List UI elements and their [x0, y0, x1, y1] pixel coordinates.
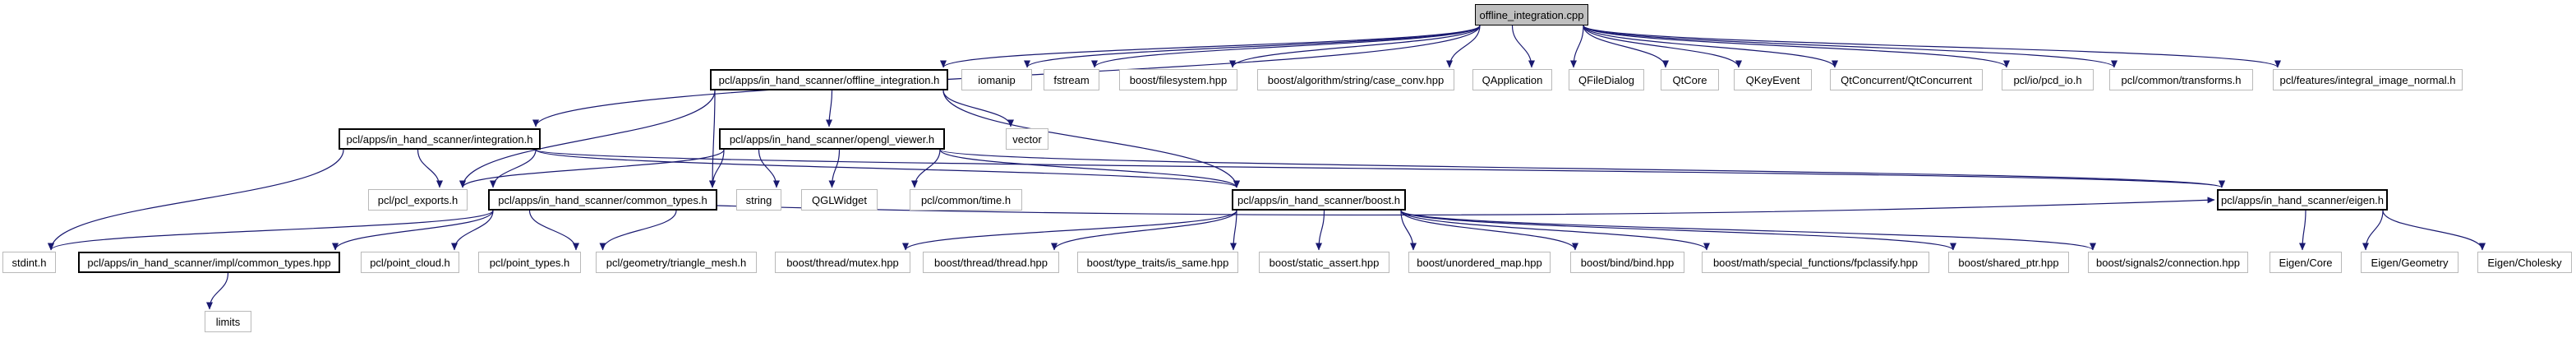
edge-opengl_viewer-eigen_h: [939, 149, 2225, 188]
edge-boost_h-mutex: [902, 210, 1237, 251]
edge-boost_h-signals2: [1400, 210, 2096, 251]
edge-root-integral_image_normal: [1583, 25, 2281, 68]
graph-node-is_same: boost/type_traits/is_same.hpp: [1077, 252, 1238, 273]
edge-boost_h-fpclassify: [1400, 210, 1710, 251]
edge-offline_integration_h-common_types_h: [709, 90, 717, 188]
edge-opengl_viewer-string: [758, 149, 780, 188]
graph-node-eigen_cholesky: Eigen/Cholesky: [2477, 252, 2572, 273]
graph-node-stdint: stdint.h: [2, 252, 56, 273]
edge-integration_h-stdint: [48, 149, 344, 251]
graph-node-fstream: fstream: [1044, 69, 1099, 90]
edge-offline_integration_h-vector: [942, 90, 1014, 127]
edge-root-qapplication: [1511, 25, 1535, 68]
graph-node-unordered_map: boost/unordered_map.hpp: [1408, 252, 1551, 273]
edge-root-qkeyevent: [1583, 25, 1742, 68]
graph-node-string: string: [736, 189, 781, 211]
edge-root-pcd_io: [1583, 25, 2010, 68]
graph-node-offline_integration_h[interactable]: pcl/apps/in_hand_scanner/offline_integra…: [710, 69, 948, 90]
edge-boost_h-is_same: [1230, 210, 1237, 251]
edge-root-qtcore: [1583, 25, 1669, 68]
graph-node-triangle_mesh: pcl/geometry/triangle_mesh.h: [596, 252, 757, 273]
graph-node-qglwidget: QGLWidget: [801, 189, 878, 211]
edge-boost_h-unordered_map: [1400, 210, 1417, 251]
edge-eigen_h-eigen_geometry: [2362, 210, 2384, 251]
edge-common_types_h-triangle_mesh: [599, 210, 677, 251]
edge-root-qtconcurrent: [1583, 25, 1838, 68]
edge-integration_h-eigen_h: [535, 149, 2225, 188]
edge-offline_integration_h-boost_h: [942, 90, 1240, 188]
graph-node-impl_common_types[interactable]: pcl/apps/in_hand_scanner/impl/common_typ…: [78, 252, 340, 273]
edge-opengl_viewer-boost_h: [939, 149, 1240, 188]
edge-common_types_h-point_types: [528, 210, 579, 251]
edge-eigen_h-eigen_core: [2299, 210, 2306, 251]
graph-node-qtcore: QtCore: [1661, 69, 1719, 90]
graph-node-root: offline_integration.cpp: [1475, 4, 1588, 25]
edge-opengl_viewer-pcl_exports: [459, 149, 725, 188]
edge-root-offline_integration_h: [940, 25, 1481, 68]
edge-opengl_viewer-time_h: [911, 149, 941, 188]
graph-node-opengl_viewer[interactable]: pcl/apps/in_hand_scanner/opengl_viewer.h: [719, 128, 945, 150]
edge-impl_common_types-limits: [206, 272, 229, 310]
graph-node-qkeyevent: QKeyEvent: [1734, 69, 1812, 90]
graph-node-eigen_core: Eigen/Core: [2270, 252, 2342, 273]
edge-opengl_viewer-qglwidget: [828, 149, 841, 188]
graph-node-time_h: pcl/common/time.h: [910, 189, 1022, 211]
edge-root-fstream: [1091, 25, 1481, 68]
edge-integration_h-pcl_exports: [417, 149, 443, 188]
edge-root-transforms: [1583, 25, 2117, 68]
edge-boost_h-thread: [1051, 210, 1237, 251]
graph-node-bind: boost/bind/bind.hpp: [1570, 252, 1684, 273]
edge-common_types_h-point_cloud: [451, 210, 494, 251]
graph-node-eigen_geometry: Eigen/Geometry: [2361, 252, 2458, 273]
graph-node-static_assert: boost/static_assert.hpp: [1259, 252, 1389, 273]
edge-common_types_h-stdint: [48, 210, 494, 251]
graph-node-thread: boost/thread/thread.hpp: [923, 252, 1059, 273]
edge-opengl_viewer-common_types_h: [709, 149, 725, 188]
graph-node-point_types: pcl/point_types.h: [478, 252, 581, 273]
graph-node-qtconcurrent: QtConcurrent/QtConcurrent: [1830, 69, 1983, 90]
edge-integration_h-common_types_h: [490, 149, 537, 188]
edge-eigen_h-eigen_cholesky: [2382, 210, 2486, 251]
edge-boost_h-bind: [1400, 210, 1578, 251]
edge-integration_h-boost_h: [535, 149, 1240, 188]
graph-node-boost_filesystem: boost/filesystem.hpp: [1119, 69, 1237, 90]
edge-root-boost_filesystem: [1229, 25, 1481, 68]
edge-root-qfiledialog: [1570, 25, 1584, 68]
graph-node-transforms: pcl/common/transforms.h: [2109, 69, 2253, 90]
graph-node-pcd_io: pcl/io/pcd_io.h: [2002, 69, 2094, 90]
graph-node-integral_image_normal: pcl/features/integral_image_normal.h: [2273, 69, 2463, 90]
graph-node-pcl_exports: pcl/pcl_exports.h: [368, 189, 468, 211]
graph-node-mutex: boost/thread/mutex.hpp: [775, 252, 910, 273]
graph-node-shared_ptr: boost/shared_ptr.hpp: [1948, 252, 2069, 273]
graph-node-qfiledialog: QFileDialog: [1569, 69, 1644, 90]
graph-node-integration_h[interactable]: pcl/apps/in_hand_scanner/integration.h: [339, 128, 541, 150]
graph-node-limits: limits: [205, 311, 251, 332]
graph-node-vector: vector: [1006, 128, 1048, 150]
graph-node-iomanip: iomanip: [961, 69, 1032, 90]
edge-root-iomanip: [1024, 25, 1481, 68]
edge-common_types_h-impl_common_types: [332, 210, 494, 251]
graph-node-common_types_h[interactable]: pcl/apps/in_hand_scanner/common_types.h: [488, 189, 717, 211]
graph-node-point_cloud: pcl/point_cloud.h: [361, 252, 459, 273]
graph-node-signals2: boost/signals2/connection.hpp: [2088, 252, 2248, 273]
graph-node-case_conv: boost/algorithm/string/case_conv.hpp: [1257, 69, 1454, 90]
edge-boost_h-static_assert: [1316, 210, 1325, 251]
edge-root-case_conv: [1446, 25, 1481, 68]
graph-node-qapplication: QApplication: [1472, 69, 1552, 90]
graph-node-fpclassify: boost/math/special_functions/fpclassify.…: [1702, 252, 1929, 273]
edge-boost_h-shared_ptr: [1400, 210, 1956, 251]
edge-offline_integration_h-opengl_viewer: [826, 90, 833, 127]
graph-node-eigen_h[interactable]: pcl/apps/in_hand_scanner/eigen.h: [2217, 189, 2388, 211]
graph-node-boost_h[interactable]: pcl/apps/in_hand_scanner/boost.h: [1232, 189, 1406, 211]
